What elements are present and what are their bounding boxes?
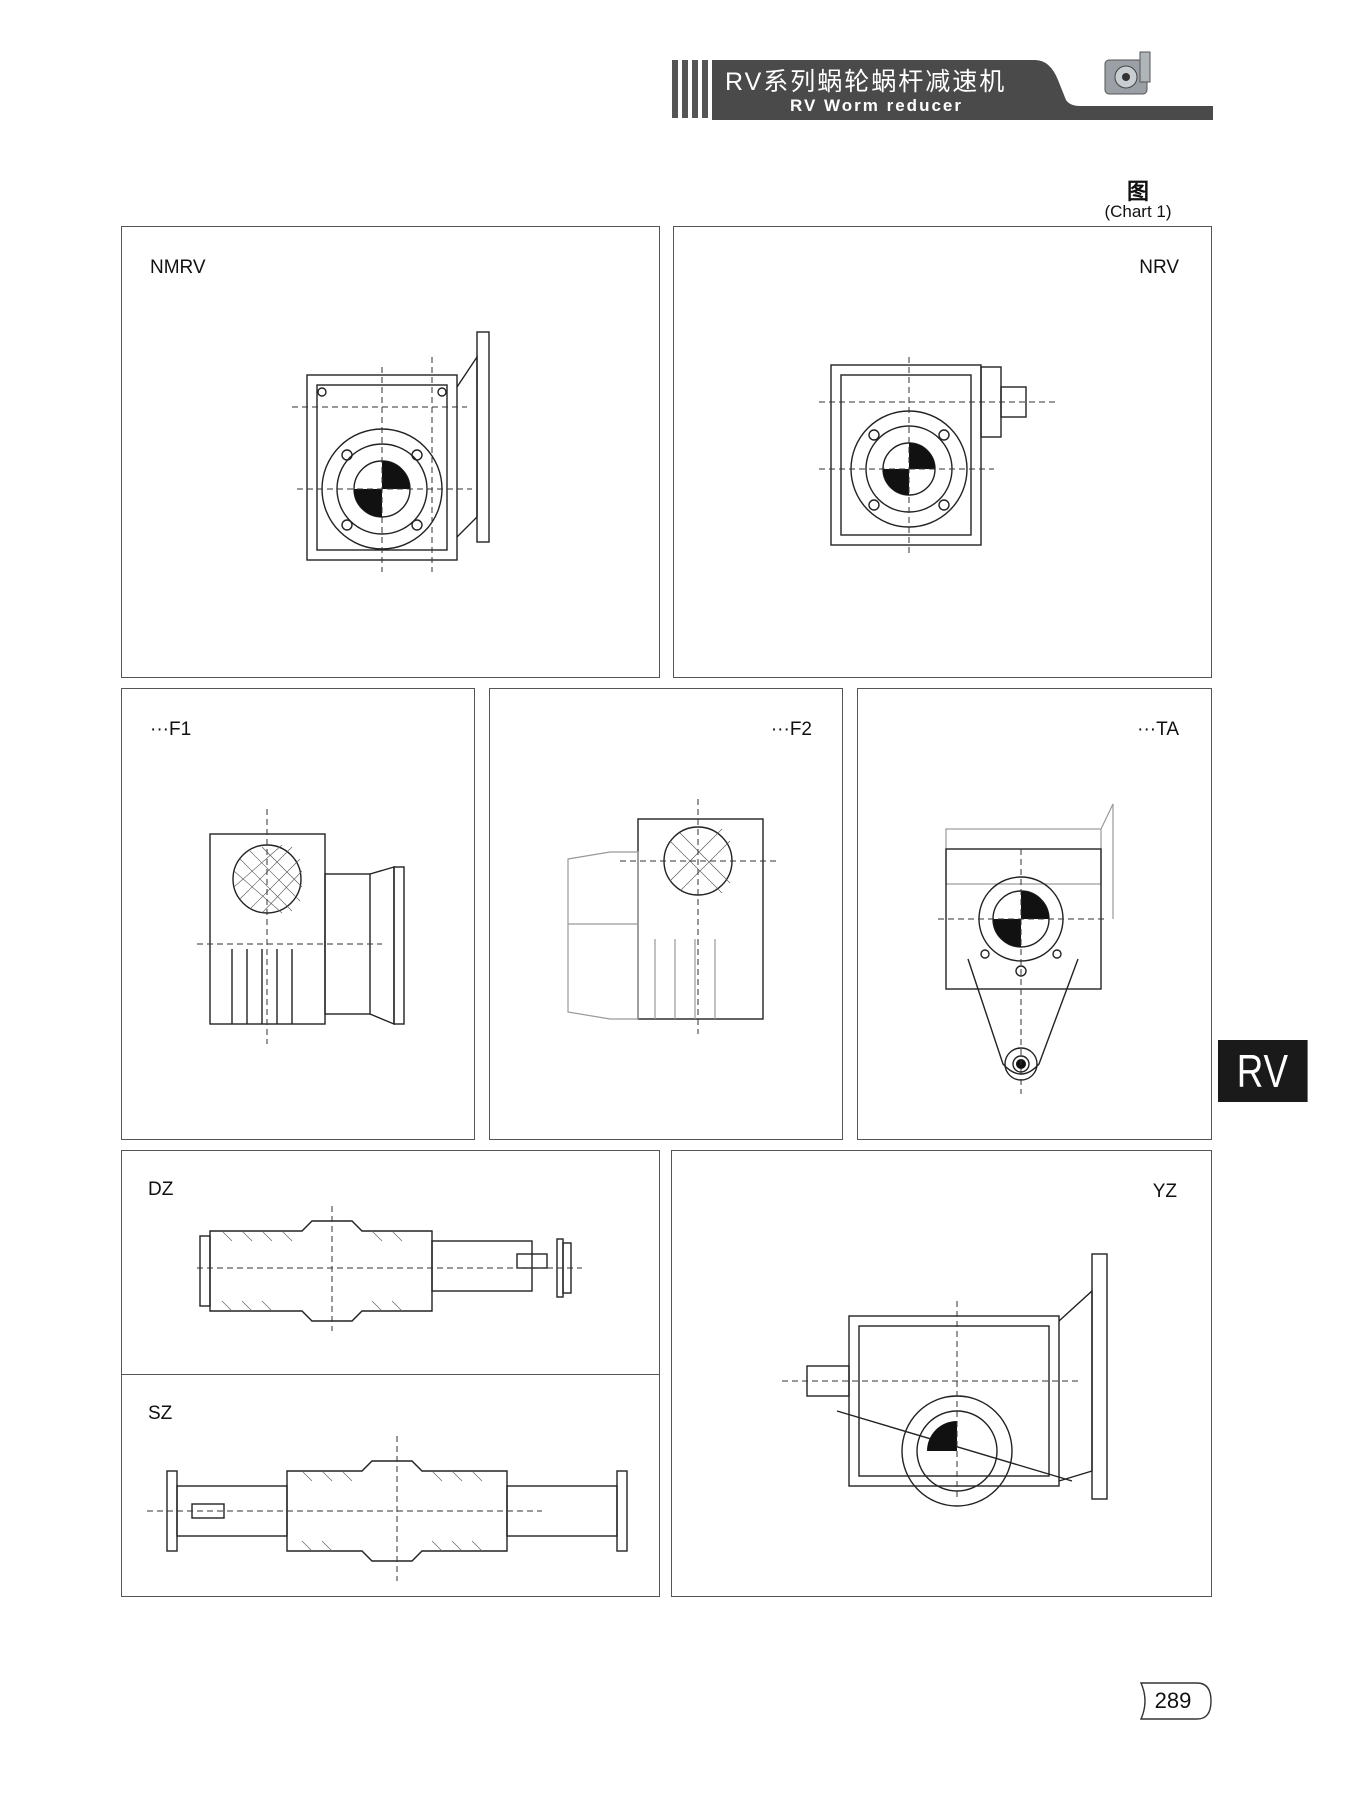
- panel-label-nrv: NRV: [1139, 257, 1179, 278]
- page-header: RV系列蜗轮蜗杆减速机 RV Worm reducer: [0, 0, 1348, 140]
- page-number-frame: [1139, 1682, 1212, 1720]
- panel-nrv: NRV: [673, 226, 1212, 678]
- ta-drawing: [938, 803, 1114, 1094]
- nmrv-drawing: [292, 331, 490, 572]
- panel-yz: YZ: [671, 1150, 1212, 1597]
- chart-caption-en: (Chart 1): [1104, 202, 1172, 221]
- page-number: 289: [1154, 1688, 1192, 1713]
- panel-f2: ···F2: [489, 688, 843, 1140]
- panel-label-sz: SZ: [148, 1403, 173, 1424]
- panel-ta: ···TA: [857, 688, 1212, 1140]
- yz-drawing: [782, 1253, 1108, 1507]
- panel-dz-sz: DZ SZ: [121, 1150, 660, 1597]
- header-banner: [672, 51, 1213, 120]
- panel-label-dz: DZ: [148, 1179, 174, 1200]
- panel-label-ta: ···TA: [1137, 719, 1179, 740]
- f2-drawing: [567, 799, 780, 1034]
- panel-label-f1: ···F1: [150, 719, 192, 740]
- panel-label-f2: ···F2: [770, 719, 812, 740]
- nrv-drawing: [819, 357, 1059, 557]
- dz-sz-drawing: [147, 1206, 628, 1581]
- section-tab-rv: RV: [1218, 1040, 1308, 1102]
- panel-f1: ···F1: [121, 688, 475, 1140]
- chart-caption-zh: 图: [1126, 179, 1149, 204]
- panel-label-nmrv: NMRV: [150, 257, 206, 278]
- header-title: RV系列蜗轮蜗杆减速机: [725, 68, 1007, 96]
- panel-divider: [122, 1374, 659, 1375]
- f1-drawing: [197, 809, 405, 1044]
- header-subtitle: RV Worm reducer: [790, 96, 963, 115]
- reducer-thumbnail-icon: [1104, 51, 1151, 95]
- panel-nmrv: NMRV: [121, 226, 660, 678]
- panel-label-yz: YZ: [1152, 1181, 1177, 1202]
